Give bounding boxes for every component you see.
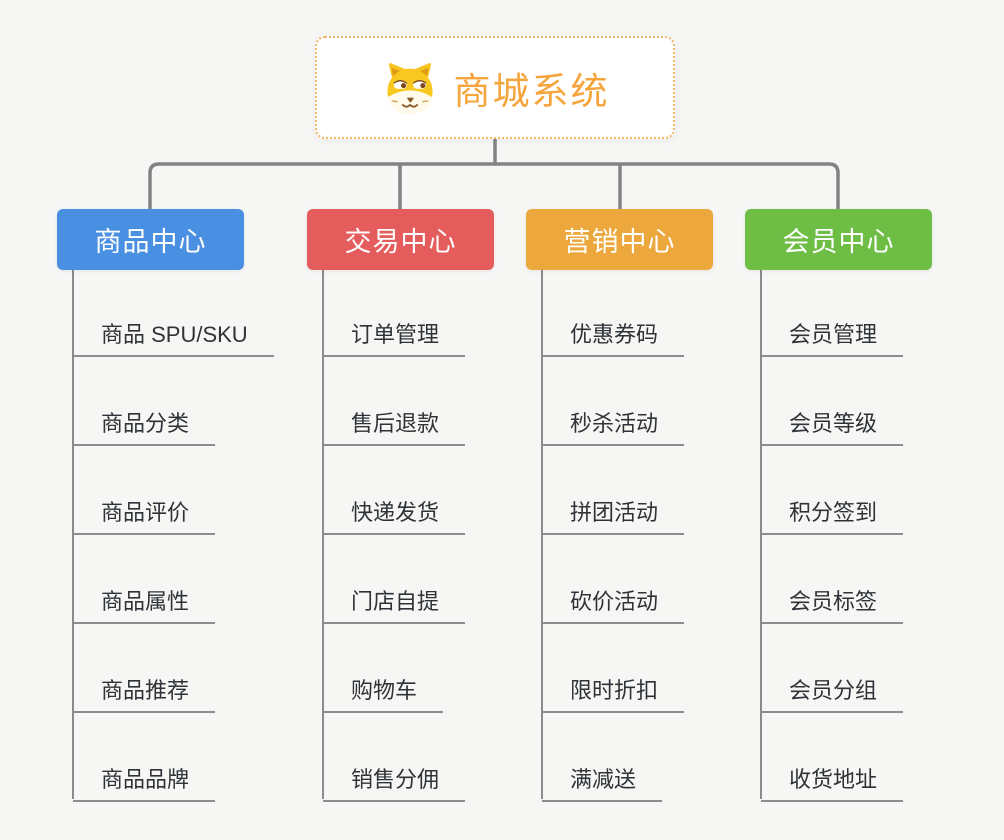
leaf-node[interactable]: 秒杀活动 — [542, 411, 685, 446]
leaf-node[interactable]: 会员等级 — [761, 411, 904, 446]
leaf-node[interactable]: 商品品牌 — [73, 767, 216, 802]
leaf-node[interactable]: 门店自提 — [323, 589, 466, 624]
branch-node-marketing-center[interactable]: 营销中心 — [526, 209, 713, 270]
shiba-dog-icon — [386, 62, 433, 114]
leaf-node[interactable]: 优惠券码 — [542, 322, 685, 357]
leaf-node[interactable]: 商品推荐 — [73, 678, 216, 713]
leaf-node[interactable]: 限时折扣 — [542, 678, 685, 713]
branch-node-member-center[interactable]: 会员中心 — [745, 209, 932, 270]
leaf-node[interactable]: 售后退款 — [323, 411, 466, 446]
leaf-node[interactable]: 会员管理 — [761, 322, 904, 357]
root-label: 商城系统 — [453, 70, 610, 112]
leaf-node[interactable]: 会员标签 — [761, 589, 904, 624]
leaf-node[interactable]: 销售分佣 — [323, 767, 466, 802]
leaf-node[interactable]: 会员分组 — [761, 678, 904, 713]
leaf-node[interactable]: 商品评价 — [73, 500, 216, 535]
leaf-node[interactable]: 积分签到 — [761, 500, 904, 535]
branch-bus-line — [148, 162, 840, 209]
branch-node-product-center[interactable]: 商品中心 — [57, 209, 244, 270]
leaf-node[interactable]: 商品属性 — [73, 589, 216, 624]
leaf-node[interactable]: 收货地址 — [761, 767, 904, 802]
leaf-node[interactable]: 满减送 — [542, 767, 663, 802]
leaf-node[interactable]: 商品 SPU/SKU — [73, 322, 274, 357]
branch-node-trade-center[interactable]: 交易中心 — [307, 209, 494, 270]
root-node[interactable]: 商城系统 — [315, 36, 675, 139]
leaf-node[interactable]: 拼团活动 — [542, 500, 685, 535]
leaf-node[interactable]: 商品分类 — [73, 411, 216, 446]
leaf-node[interactable]: 购物车 — [323, 678, 444, 713]
leaf-node[interactable]: 砍价活动 — [542, 589, 685, 624]
leaf-node[interactable]: 订单管理 — [323, 322, 466, 357]
leaf-node[interactable]: 快递发货 — [323, 500, 466, 535]
